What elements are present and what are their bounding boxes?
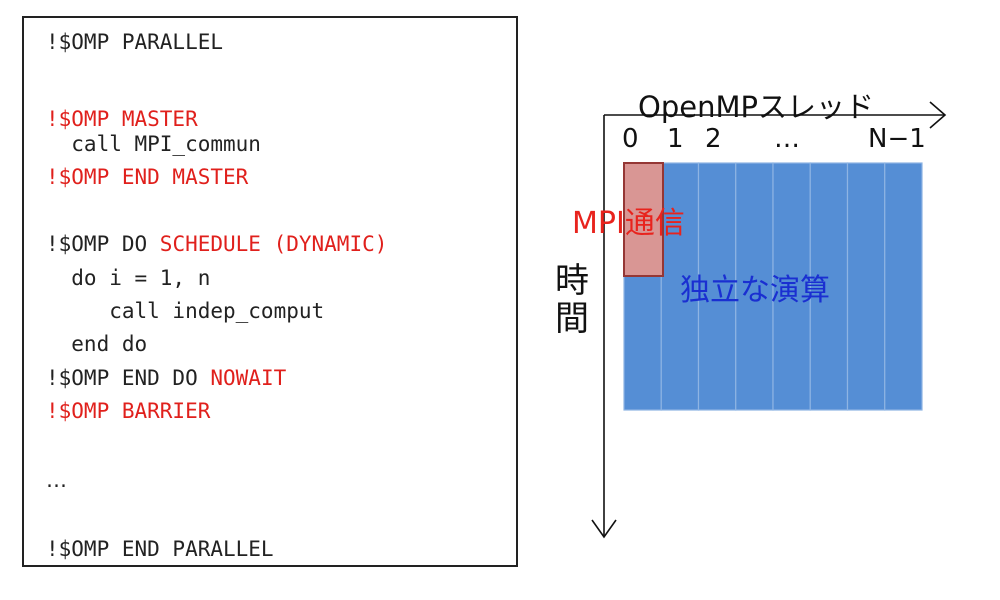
- thread-label-1: 1: [667, 124, 684, 154]
- mpi-comm-label: MPI通信: [572, 206, 685, 241]
- code-keyword: NOWAIT: [210, 366, 287, 390]
- thread-label-ellipsis: …: [774, 124, 800, 154]
- code-line: !$OMP END PARALLEL: [46, 537, 274, 561]
- thread-label-last: N−1: [868, 124, 926, 154]
- code-line: !$OMP PARALLEL: [46, 30, 223, 54]
- code-text: !$OMP DO: [46, 232, 160, 256]
- code-text: call indep_comput: [46, 299, 325, 323]
- independent-compute-label: 独立な演算: [680, 273, 830, 308]
- thread-column: [697, 162, 737, 411]
- time-axis-title: 時間: [555, 261, 589, 339]
- time-axis-arrowhead: [591, 519, 617, 539]
- code-text: do i = 1, n: [46, 266, 211, 290]
- code-line: !$OMP MASTER: [46, 107, 198, 131]
- x-axis-arrowhead: [929, 101, 947, 129]
- code-text: !$OMP END PARALLEL: [46, 537, 274, 561]
- code-line: do i = 1, n: [46, 266, 210, 290]
- thread-label-2: 2: [705, 124, 722, 154]
- code-keyword: SCHEDULE (DYNAMIC): [159, 232, 388, 256]
- code-line: !$OMP BARRIER: [46, 399, 210, 423]
- code-keyword: !$OMP MASTER: [46, 107, 198, 131]
- compute-block: [623, 162, 923, 411]
- thread-column: [772, 162, 811, 411]
- thread-axis-title: OpenMPスレッド: [638, 90, 874, 124]
- code-line: call indep_comput: [46, 299, 324, 323]
- thread-column: [846, 162, 886, 411]
- code-text: !$OMP END DO: [46, 366, 211, 390]
- code-line: …: [46, 468, 67, 492]
- code-text: …: [46, 468, 67, 492]
- thread-column: [809, 162, 849, 411]
- code-line: !$OMP END MASTER: [46, 165, 248, 189]
- code-listing-box: !$OMP PARALLEL !$OMP MASTER call MPI_comm…: [22, 16, 518, 567]
- code-keyword: !$OMP BARRIER: [46, 399, 211, 423]
- code-line: call MPI_commun: [46, 132, 261, 156]
- thread-column: [735, 162, 774, 411]
- thread-column: [884, 162, 923, 411]
- code-text: end do: [46, 332, 148, 356]
- code-text: call MPI_commun: [46, 132, 261, 156]
- thread-label-0: 0: [622, 124, 639, 154]
- mpi-comm-block: [623, 162, 664, 277]
- code-line: !$OMP DO SCHEDULE (DYNAMIC): [46, 232, 387, 256]
- code-line: !$OMP END DO NOWAIT: [46, 366, 286, 390]
- code-text: !$OMP PARALLEL: [46, 30, 224, 54]
- code-keyword: !$OMP END MASTER: [46, 165, 249, 189]
- code-line: end do: [46, 332, 147, 356]
